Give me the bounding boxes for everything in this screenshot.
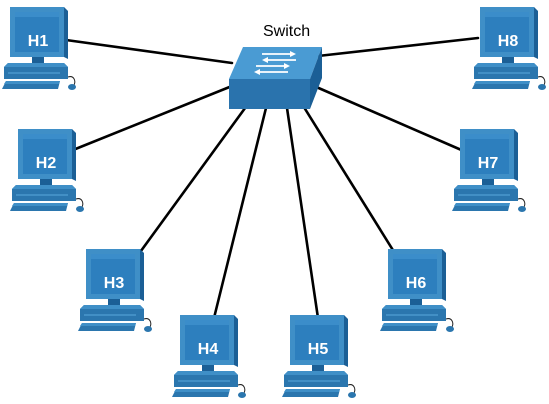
host-h8[interactable]: H8 [472, 7, 546, 90]
switch-label: Switch [263, 23, 310, 40]
computer-icon [2, 7, 76, 90]
link-switch-h5 [285, 106, 320, 320]
host-label: H5 [308, 341, 329, 358]
computer-icon [172, 315, 246, 398]
host-h2[interactable]: H2 [10, 129, 84, 212]
link-switch-h2 [66, 84, 234, 154]
host-h4[interactable]: H4 [172, 315, 246, 398]
host-h6[interactable]: H6 [380, 249, 454, 332]
host-h5[interactable]: H5 [282, 315, 356, 398]
switch-icon [229, 47, 322, 109]
host-h1[interactable]: H1 [2, 7, 76, 90]
host-label: H8 [498, 33, 519, 50]
computer-icon [472, 7, 546, 90]
switch[interactable]: Switch [229, 23, 322, 109]
host-h7[interactable]: H7 [452, 129, 526, 212]
links-layer [64, 36, 480, 320]
computer-icon [282, 315, 356, 398]
host-label: H4 [198, 341, 219, 358]
computer-icon [78, 249, 152, 332]
link-switch-h7 [312, 84, 468, 154]
host-label: H3 [104, 275, 125, 292]
link-switch-h8 [316, 36, 480, 58]
host-label: H1 [28, 33, 49, 50]
host-h3[interactable]: H3 [78, 249, 152, 332]
computer-icon [380, 249, 454, 332]
link-switch-h3 [136, 102, 250, 257]
link-switch-h6 [300, 102, 398, 257]
host-label: H2 [36, 155, 57, 172]
link-switch-h1 [64, 38, 234, 65]
computer-icon [10, 129, 84, 212]
host-label: H6 [406, 275, 427, 292]
host-label: H7 [478, 155, 499, 172]
computer-icon [452, 129, 526, 212]
link-switch-h4 [212, 106, 268, 320]
